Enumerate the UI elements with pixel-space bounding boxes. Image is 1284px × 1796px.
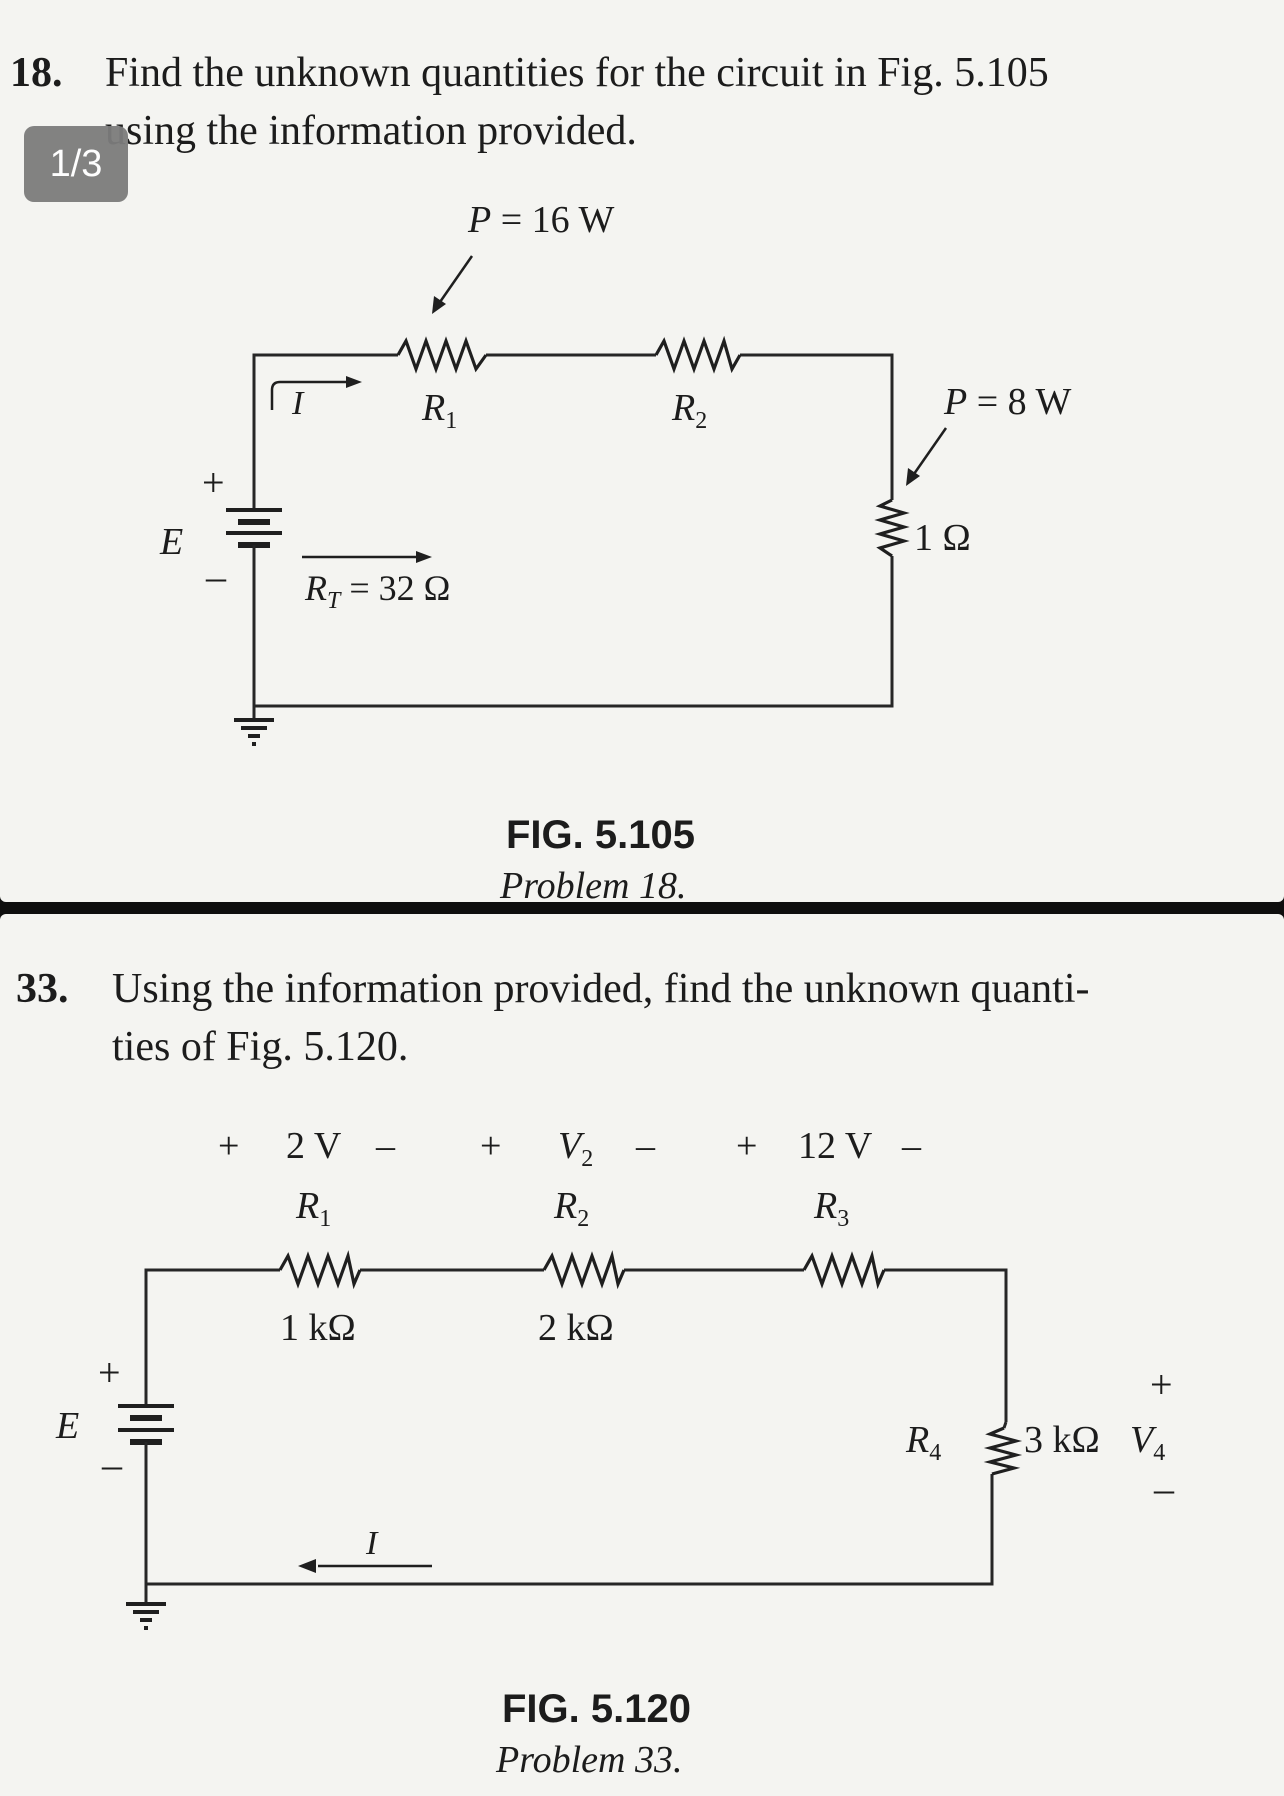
label-r4: R4	[905, 1419, 941, 1466]
figure-subcaption-5-120: Problem 33.	[495, 1739, 682, 1781]
v1-minus: –	[375, 1125, 396, 1167]
value-r2: 2 kΩ	[538, 1307, 614, 1349]
source-minus: –	[101, 1442, 123, 1487]
v2-minus: –	[635, 1125, 656, 1167]
wire-top-left	[144, 1268, 280, 1404]
v4-minus: –	[1153, 1466, 1175, 1511]
problem-33-line2: ties of Fig. 5.120.	[112, 1024, 409, 1070]
v4-plus: +	[1150, 1362, 1173, 1407]
ground-symbol	[126, 1602, 166, 1630]
current-label-i: I	[365, 1525, 379, 1562]
label-r1: R1	[421, 387, 457, 434]
label-r3: R3	[813, 1185, 849, 1232]
label-r2: R2	[553, 1185, 589, 1232]
problem-33-page: 33. Using the information provided, find…	[0, 914, 1284, 1796]
wire-top-left	[252, 353, 398, 368]
v3-minus: –	[901, 1125, 922, 1167]
v4-label: V4	[1130, 1419, 1165, 1466]
value-r4: 3 kΩ	[1024, 1419, 1100, 1461]
source-minus: –	[205, 554, 227, 599]
v1-plus: +	[218, 1125, 239, 1167]
wire-bottom	[252, 556, 894, 708]
battery-e	[118, 1404, 174, 1460]
problem-33-number: 33.	[16, 966, 69, 1012]
pointer-arrow-right	[906, 427, 948, 486]
problem-18-line1: Find the unknown quantities for the circ…	[105, 50, 1049, 96]
ground-symbol	[234, 718, 274, 746]
battery-e	[226, 508, 282, 558]
figure-5-120-circuit: + 2 V – + V2 – + 12 V – R1 R2 R3 1 kΩ 2 …	[55, 1125, 1175, 1781]
resistor-r2	[542, 1250, 626, 1290]
source-label-e: E	[159, 521, 183, 563]
v2-plus: +	[480, 1125, 501, 1167]
power-label-right: P = 8 W	[943, 381, 1071, 423]
resistor-r4	[983, 1426, 1023, 1476]
rt-label: RT = 32 Ω	[304, 568, 450, 614]
wire-top-right	[884, 1268, 1008, 1422]
v3-plus: +	[736, 1125, 757, 1167]
v2-label: V2	[558, 1125, 593, 1172]
current-label-i: I	[291, 385, 305, 422]
label-r2: R2	[671, 387, 707, 434]
rt-arrow	[302, 551, 432, 563]
figure-caption-5-120: FIG. 5.120	[502, 1687, 691, 1731]
source-label-e: E	[55, 1405, 79, 1447]
power-label-r1: P = 16 W	[467, 199, 614, 241]
resistor-r2	[654, 335, 742, 374]
resistor-1-ohm	[874, 498, 910, 558]
source-plus: +	[202, 460, 225, 505]
v3-label: 12 V	[798, 1125, 873, 1167]
wire-bottom	[144, 1460, 994, 1586]
v1-label: 2 V	[286, 1125, 342, 1167]
problem-18-number: 18.	[10, 50, 63, 96]
source-plus: +	[98, 1350, 121, 1395]
resistor-r1	[396, 336, 488, 374]
figure-subcaption-5-105: Problem 18.	[499, 865, 686, 907]
wire-r4-top	[1002, 1421, 1008, 1429]
current-arrow-i	[270, 376, 362, 410]
figure-5-105-circuit: I RT = 32 Ω P = 16 W R1 R2 P = 8 W 1 Ω E…	[159, 199, 1071, 907]
label-1-ohm: 1 Ω	[914, 517, 971, 559]
resistor-r3	[802, 1250, 886, 1290]
figure-caption-5-105: FIG. 5.105	[506, 813, 695, 857]
pointer-arrow-r1	[432, 255, 474, 314]
label-r1: R1	[295, 1185, 331, 1232]
page-counter-badge[interactable]: 1/3	[24, 126, 128, 202]
value-r1: 1 kΩ	[280, 1307, 356, 1349]
wire-top-right	[740, 353, 894, 500]
problem-18-page: 18. Find the unknown quantities for the …	[0, 0, 1284, 907]
resistor-r1	[278, 1250, 362, 1290]
problem-33-line1: Using the information provided, find the…	[112, 966, 1090, 1012]
current-arrow-i	[298, 1559, 432, 1573]
problem-18-line2: using the information provided.	[105, 108, 637, 154]
